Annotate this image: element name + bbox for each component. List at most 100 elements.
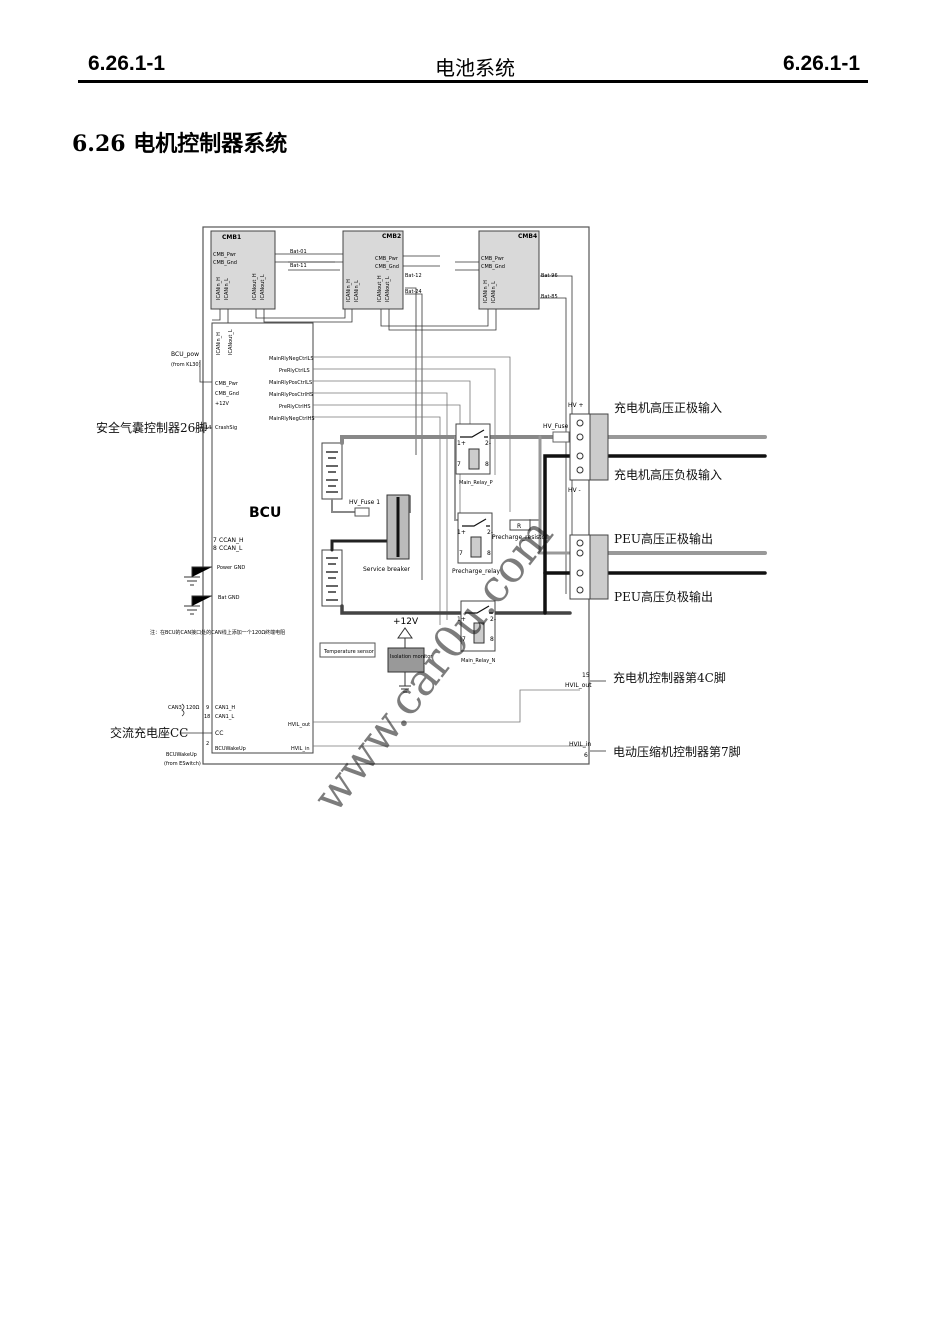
compressor-ctrl-label: 电动压缩机控制器第7脚	[613, 744, 741, 759]
bat-11-label: Bat-11	[290, 263, 307, 269]
bcu-pin-num-18: 18	[204, 714, 210, 720]
charger-pos-label: 充电机高压正极输入	[614, 400, 722, 415]
bcu-pin-num-7: 7	[213, 537, 217, 544]
cmb4-pwr: CMB_Pwr	[481, 256, 505, 262]
bat-12-label: Bat-12	[405, 273, 422, 279]
precharge-relay-label: Precharge_relay	[452, 568, 501, 575]
isolation-monitor-label: Isolation monitor	[390, 654, 433, 660]
relay-p-pin-1: 1+	[457, 440, 466, 447]
bcu-pin-bat-gnd: Bat GND	[218, 595, 240, 601]
header-page-number-left: 6.26.1-1	[88, 52, 166, 75]
bcu-pin-12v: +12V	[215, 401, 230, 407]
cmb2-canout-l: ICANout_L	[385, 276, 391, 302]
bcuwakeup-source: (from ESwitch)	[164, 761, 201, 767]
service-breaker-label: Service breaker	[363, 566, 411, 573]
bcu-pin-crashsig: CrashSig	[215, 425, 237, 431]
hv-fuse-1: HV_Fuse 1	[349, 499, 380, 517]
ac-charge-cc-label: 交流充电座CC	[110, 725, 188, 740]
temperature-sensor-label: Temperature sensor	[323, 649, 375, 655]
bcu-pin-right-5: MainRlyNegCtrlHS	[269, 416, 315, 422]
cmb4-title: CMB4	[518, 233, 537, 240]
section-title: 6.26 电机控制器系统	[72, 131, 288, 157]
charger-connector: HV + HV -	[568, 402, 609, 494]
bcu-pin-cmb-gnd: CMB_Gnd	[215, 391, 239, 397]
header-page-number-right: 6.26.1-1	[782, 52, 860, 75]
cmb4-canin-h: ICANin_H	[483, 280, 489, 303]
bcu-pin-power-gnd: Power GND	[217, 565, 245, 571]
bcuwakeup-ext-label: BCUWakeUp	[166, 752, 197, 758]
bcu-pin-num-8: 8	[213, 545, 217, 552]
battery-pack-frame	[202, 226, 590, 765]
cmb2-canin-h: ICANin_H	[346, 279, 352, 302]
bcu-pin-wakeup: BCUWakeUp	[215, 746, 246, 752]
relay-n-pin-1: 1+	[457, 616, 466, 623]
hv-plus-label: HV +	[568, 402, 584, 409]
relay-n-pin-8: 8	[490, 636, 494, 643]
airbag-controller-label: 安全气囊控制器26脚	[96, 420, 207, 435]
external-labels: BCU_pow (from KL30) 安全气囊控制器26脚 注：在BCU的CA…	[96, 351, 285, 767]
peu-neg-label: PEU高压负极输出	[614, 589, 713, 604]
bcu-pin-right-4: PreRlyCtrlHS	[279, 404, 311, 410]
hv-fuse-2-label: HV_Fuse 2	[543, 423, 574, 430]
cmb2-canout-h: ICANout_H	[377, 275, 383, 302]
bcu-hvil-out: HVIL_out	[288, 722, 310, 728]
relay-p-pin-2: 2-	[485, 440, 491, 447]
bat-96-label: Bat-96	[541, 273, 558, 279]
pin-6-label: 6	[584, 752, 588, 759]
relay-n-pin-2: 2-	[490, 616, 496, 623]
header-chapter-title: 电池系统	[435, 56, 515, 80]
bcu-pin-can1-l: CAN1_L	[215, 714, 234, 720]
bcu-pow-source: (from KL30)	[171, 362, 201, 368]
bcu-hvil-in: HVIL_in	[291, 746, 310, 752]
relay-p-pin-7: 7	[457, 461, 461, 468]
bat-01-label: Bat-01	[290, 249, 307, 255]
bcu-pin-right-1: PreRlyCtrlLS	[279, 368, 310, 374]
bcu-pin-right-0: MainRlyNegCtrlLS	[269, 356, 314, 362]
hv-fuse-2: HV_Fuse 2	[543, 423, 574, 443]
main-relay-p-label: Main_Relay_P	[459, 480, 493, 486]
cmb2-title: CMB2	[382, 233, 401, 240]
can-termination-note: 注：在BCU的CAN接口处的CAN线上添加一个120Ω终端电阻	[150, 629, 285, 636]
bcu-title: BCU	[249, 505, 281, 521]
cmb1-title: CMB1	[222, 234, 241, 241]
peu-pos-label: PEU高压正极输出	[614, 531, 713, 546]
bcu-block: BCU ICANin_H ICANout_L MainRlyNegCtrlLS …	[204, 322, 315, 754]
ground-symbols	[184, 566, 212, 615]
bcu-pin-cc: CC	[215, 730, 223, 737]
can3-label: CAN3	[168, 705, 182, 711]
cmb1-canin-l: ICANin_L	[224, 278, 230, 300]
cmb1-canout-h: ICANout_H	[252, 273, 258, 300]
peu-connector	[569, 534, 609, 600]
bcu-canin-h: ICANin_H	[216, 332, 222, 355]
charger-ctrl-label: 充电机控制器第4C脚	[613, 670, 726, 685]
precharge-relay-pin-8: 8	[487, 550, 491, 557]
hv-minus-label: HV -	[568, 487, 581, 494]
precharge-resistor-label: Precharge_resistor	[492, 534, 548, 541]
main-relay-n: 1+ 2- 7 8 Main_Relay_N	[457, 600, 496, 664]
cmb2-canin-l: ICANin_L	[354, 280, 360, 302]
right-hvil-out: HVIL_out	[565, 682, 592, 689]
cmb1-gnd: CMB_Gnd	[213, 260, 237, 266]
battery-stack-upper	[321, 442, 343, 500]
main-relay-p: 1+ 2- 7 8 Main_Relay_P	[455, 423, 493, 486]
bat-24-label: Bat-24	[405, 289, 422, 295]
service-breaker: Service breaker	[363, 494, 411, 573]
bcu-canout-l: ICANout_L	[228, 329, 234, 355]
cmb1-canin-h: ICANin_H	[216, 277, 222, 300]
hv-fuse-1-label: HV_Fuse 1	[349, 499, 380, 506]
bcu-pin-num-2: 2	[206, 741, 209, 747]
v12-label: +12V	[393, 617, 419, 627]
bcu-pin-num-9: 9	[206, 705, 209, 711]
cmb2-pwr: CMB_Pwr	[375, 256, 399, 262]
header-rule	[78, 80, 868, 83]
bcu-pin-cmb-pwr: CMB_Pwr	[215, 381, 239, 387]
control-wiring	[313, 356, 586, 747]
right-hvil-in: HVIL_in	[569, 741, 591, 748]
cmb1-canout-l: ICANout_L	[260, 274, 266, 300]
bcu-pin-can1-h: CAN1_H	[215, 705, 235, 711]
bcu-pin-ccan-h: CCAN_H	[219, 537, 243, 544]
cmb1-module: CMB1 CMB_Pwr CMB_Gnd ICANin_H ICANin_L I…	[210, 230, 276, 310]
bcu-pin-right-3: MainRlyPosCtrlHS	[269, 392, 313, 398]
main-relay-n-label: Main_Relay_N	[461, 658, 496, 664]
